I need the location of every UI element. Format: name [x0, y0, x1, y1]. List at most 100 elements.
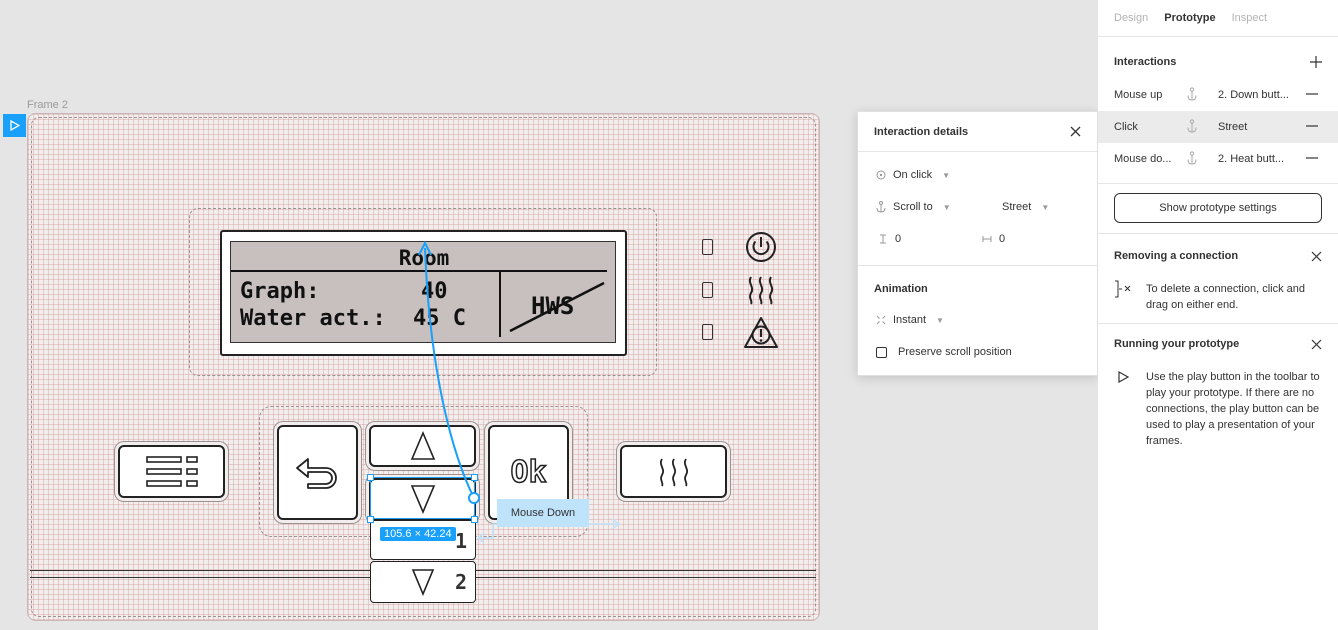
triangle-up-icon — [410, 431, 435, 460]
variant-2-label: 2 — [454, 570, 467, 594]
popover-divider — [858, 265, 1099, 266]
triangle-down-icon — [410, 485, 435, 514]
anchor-icon — [876, 201, 886, 213]
down-button-variant-2[interactable]: 2 — [370, 561, 476, 603]
lcd-group[interactable] — [189, 208, 657, 376]
divider — [1098, 323, 1338, 324]
led-indicator-alarm — [702, 324, 713, 340]
heat-waves-icon — [659, 458, 688, 486]
destination-dropdown[interactable]: Street ▼ — [1002, 201, 1049, 213]
lcd-divider-vertical — [499, 272, 501, 337]
show-prototype-settings-button[interactable]: Show prototype settings — [1114, 193, 1322, 223]
offset-y-field[interactable]: 0 — [878, 233, 901, 245]
interactions-title: Interactions — [1114, 56, 1177, 68]
destination-value: Street — [1002, 201, 1032, 213]
anchor-icon — [1187, 151, 1197, 165]
interaction-destination: Street — [1218, 121, 1248, 133]
removing-connection-header: Removing a connection — [1114, 250, 1322, 262]
tab-inspect[interactable]: Inspect — [1231, 12, 1268, 24]
tab-prototype[interactable]: Prototype — [1164, 12, 1216, 24]
anchor-icon — [1187, 87, 1197, 101]
animation-title: Animation — [874, 283, 928, 295]
trigger-tag[interactable]: Mouse Down — [497, 499, 589, 527]
instant-icon — [876, 315, 886, 325]
led-indicator-power — [702, 239, 713, 255]
power-icon — [746, 232, 776, 262]
play-icon — [1118, 371, 1129, 383]
resize-handle-tr[interactable] — [471, 474, 478, 481]
offset-x-field[interactable]: 0 — [982, 233, 1005, 245]
interaction-details-popover[interactable]: Interaction details On click ▼ Scroll to… — [857, 111, 1099, 376]
chevron-down-icon: ▼ — [942, 170, 951, 180]
menu-button[interactable] — [118, 445, 225, 498]
close-icon[interactable] — [1070, 126, 1081, 137]
running-text: Use the play button in the toolbar to pl… — [1146, 371, 1320, 447]
disconnect-icon — [1115, 280, 1131, 298]
plus-icon[interactable] — [1310, 56, 1322, 68]
frame-2[interactable] — [27, 113, 820, 621]
running-prototype-header: Running your prototype — [1114, 338, 1322, 350]
ok-label: Ok — [510, 454, 548, 491]
removing-text: To delete a connection, click and drag o… — [1146, 283, 1305, 311]
resize-handle-br[interactable] — [471, 516, 478, 523]
strike-through-icon — [509, 281, 605, 333]
lcd-line2-label: Water act.: — [240, 306, 386, 331]
trigger-dropdown[interactable]: On click ▼ — [876, 169, 950, 181]
action-value: Scroll to — [893, 201, 933, 213]
frame-play-button[interactable] — [3, 114, 26, 137]
play-icon — [9, 120, 20, 131]
trigger-value: On click — [893, 169, 933, 181]
lcd-screen[interactable]: Room Graph: 40 Water act.: 45 C HWS — [230, 241, 616, 343]
interaction-row-selected[interactable]: Click Street — [1098, 111, 1338, 143]
animation-dropdown[interactable]: Instant ▼ — [876, 314, 944, 326]
target-icon — [876, 170, 886, 180]
alarm-icon — [744, 317, 778, 348]
up-button[interactable] — [369, 425, 476, 467]
menu-list-icon — [145, 455, 198, 487]
lcd-line2-value: 45 C — [413, 306, 466, 331]
properties-panel: Design Prototype Inspect Interactions Mo… — [1098, 0, 1338, 630]
removing-title: Removing a connection — [1114, 250, 1239, 262]
running-title: Running your prototype — [1114, 338, 1240, 350]
back-button[interactable] — [277, 425, 358, 520]
divider — [1098, 233, 1338, 234]
action-dropdown[interactable]: Scroll to ▼ — [876, 201, 951, 213]
interaction-trigger: Mouse up — [1114, 89, 1163, 101]
divider — [1098, 183, 1338, 184]
popover-title: Interaction details — [874, 125, 969, 138]
popover-header: Interaction details — [858, 112, 1097, 152]
chevron-down-icon: ▼ — [936, 315, 944, 325]
chevron-down-icon: ▼ — [942, 202, 951, 212]
close-icon[interactable] — [1311, 251, 1322, 262]
vertical-offset-icon — [880, 234, 886, 244]
minus-icon[interactable] — [1306, 87, 1318, 101]
interaction-trigger: Mouse do... — [1114, 153, 1172, 165]
selection-box[interactable] — [370, 477, 475, 519]
interaction-row[interactable]: Mouse do... 2. Heat butt... — [1098, 143, 1338, 175]
preserve-scroll-checkbox[interactable]: Preserve scroll position — [876, 346, 1012, 358]
led-indicator-heat — [702, 282, 713, 298]
preserve-scroll-label: Preserve scroll position — [898, 346, 1012, 358]
resize-handle-bl[interactable] — [367, 516, 374, 523]
animation-value: Instant — [893, 314, 927, 326]
minus-icon[interactable] — [1306, 119, 1318, 133]
close-icon[interactable] — [1311, 339, 1322, 350]
frame-label[interactable]: Frame 2 — [27, 99, 68, 111]
minus-icon[interactable] — [1306, 151, 1318, 165]
horizontal-offset-icon — [982, 236, 992, 242]
interaction-destination: 2. Heat butt... — [1218, 153, 1285, 165]
tab-design[interactable]: Design — [1114, 12, 1149, 24]
interaction-destination: 2. Down butt... — [1218, 89, 1289, 101]
animation-title-text: Animation — [874, 283, 928, 295]
return-arrow-icon — [295, 457, 337, 489]
interaction-trigger: Click — [1114, 121, 1138, 133]
dimension-badge: 105.6 × 42.24 — [380, 527, 456, 541]
heat-button[interactable] — [620, 445, 727, 498]
lcd-line1-label: Graph: — [240, 279, 320, 304]
checkbox-box[interactable] — [876, 346, 887, 358]
offset-y-value: 0 — [895, 233, 902, 245]
resize-handle-tl[interactable] — [367, 474, 374, 481]
chevron-down-icon: ▼ — [1041, 202, 1050, 212]
heat-waves-icon — [748, 276, 774, 305]
interaction-row[interactable]: Mouse up 2. Down butt... — [1098, 79, 1338, 111]
